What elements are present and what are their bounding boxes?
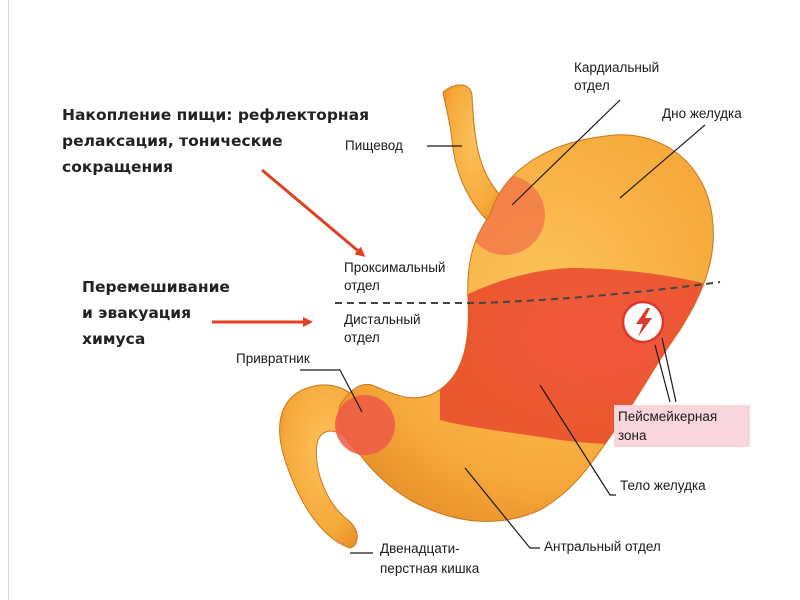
label-fundus: Дно желудка xyxy=(662,106,742,121)
pacemaker-zone-box xyxy=(614,405,750,447)
label-proximal-2: отдел xyxy=(344,278,380,293)
label-distal-2: отдел xyxy=(344,330,380,345)
label-antrum: Антральный отдел xyxy=(544,539,661,554)
lightning-icon xyxy=(636,308,652,337)
label-distal-1: Дистальный xyxy=(344,312,421,327)
label-pacemaker-2: зона xyxy=(618,428,647,443)
esophagus-shape xyxy=(442,84,501,226)
label-pylorus: Привратник xyxy=(236,351,310,366)
left-border-line xyxy=(8,0,9,600)
pylorus-shape xyxy=(335,395,395,455)
label-pacemaker-1: Пейсмейкерная xyxy=(618,409,717,424)
label-cardiac-1: Кардиальный xyxy=(574,60,659,75)
label-proximal-1: Проксимальный xyxy=(344,260,445,275)
leader-lines xyxy=(300,99,706,554)
division-dashed-line xyxy=(335,281,721,304)
label-duodenum-2: перстная кишка xyxy=(380,561,480,576)
label-body: Тело желудка xyxy=(620,478,706,493)
annotation-mixing: Перемешивание и эвакуация химуса xyxy=(82,278,230,348)
label-esophagus: Пищевод xyxy=(345,138,403,153)
arrow-to-proximal xyxy=(261,168,366,257)
label-duodenum-1: Двенадцати- xyxy=(380,541,460,556)
annotation-accumulation: Накопление пищи: рефлекторная релаксация… xyxy=(62,106,370,176)
label-cardiac-2: отдел xyxy=(574,78,610,93)
